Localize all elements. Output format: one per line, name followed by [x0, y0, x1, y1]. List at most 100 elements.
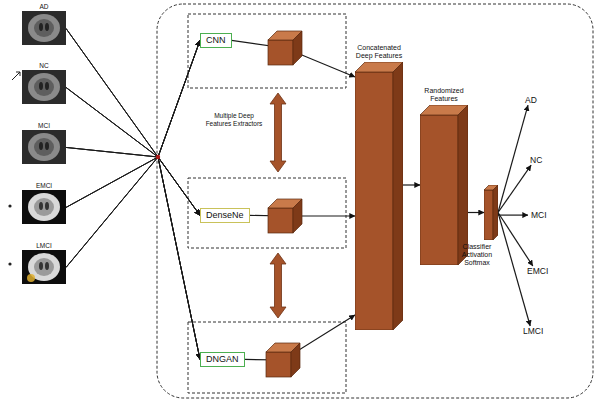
brain-inner [34, 19, 54, 37]
class-output: LMCI [520, 326, 543, 336]
feature-prism: Randomized Features [417, 87, 471, 265]
mri-image [22, 130, 66, 164]
softmax-bar: Classifier Activation Softmax [458, 185, 496, 267]
connector [66, 40, 200, 157]
connector [66, 157, 200, 359]
mri-thumbnail: LMCI [22, 242, 66, 284]
scan-ground [22, 250, 66, 284]
mri-image [22, 70, 66, 104]
brain-outline [28, 253, 60, 281]
extractor-box: CNN [200, 33, 232, 48]
brain-inner [34, 138, 54, 156]
connector [468, 212, 484, 213]
ventricle [39, 142, 43, 150]
connector [66, 40, 200, 267]
scan-ground [22, 130, 66, 164]
connector [66, 157, 200, 267]
extractor-group [188, 14, 346, 88]
cube-front [268, 40, 293, 65]
node-text: Concatenated Deep Features [352, 44, 406, 60]
marker-dot [8, 204, 11, 207]
mri-image [22, 190, 66, 224]
node-text: DNGAN [206, 354, 239, 365]
feature-cube [268, 31, 302, 65]
brain-outline [28, 14, 60, 42]
brain-inner [34, 78, 54, 96]
node-text: CNN [206, 35, 226, 46]
marker-dot [8, 262, 11, 265]
prism-front [484, 190, 493, 240]
node-text: DenseNe [206, 210, 244, 221]
extractor-group [188, 322, 346, 393]
mri-thumbnail: MCI [22, 122, 66, 164]
connector [498, 214, 528, 215]
node-text: Classifier Activation Softmax [458, 243, 496, 267]
extractor-box: DenseNe [200, 208, 250, 223]
mri-thumbnail: EMCI [22, 182, 66, 224]
prism-shape [355, 62, 403, 330]
connector [66, 147, 200, 215]
brain-inner [34, 258, 54, 276]
ventricle [45, 202, 49, 210]
class-name: NC [530, 155, 542, 165]
connector [498, 213, 533, 267]
ventricle [39, 82, 43, 90]
prism-front [355, 72, 393, 330]
mri-image [22, 250, 66, 284]
class-output: EMCI [524, 266, 548, 276]
connector [66, 147, 200, 359]
class-name: LMCI [523, 326, 543, 336]
cube-front [268, 208, 293, 233]
node-text: AD [22, 3, 66, 11]
merge-point [156, 155, 160, 159]
class-name: AD [525, 95, 537, 105]
connector [498, 105, 528, 212]
connector [66, 28, 200, 359]
feature-cube [268, 199, 302, 233]
class-name: MCI [531, 210, 547, 220]
ventricle [45, 82, 49, 90]
double-arrow [270, 253, 286, 318]
ventricle [39, 262, 43, 270]
system-container [157, 4, 593, 398]
prism-side [458, 105, 468, 265]
node-text: MCI [22, 122, 66, 130]
extractor-group [188, 178, 346, 248]
connector [66, 40, 200, 157]
prism-side [493, 185, 498, 240]
extractor-box: DNGAN [200, 352, 245, 367]
class-output: MCI [528, 210, 547, 220]
node-text: Randomized Features [417, 87, 471, 103]
mri-image [22, 11, 66, 45]
feature-cube [266, 343, 300, 377]
pointer-mark [12, 72, 20, 80]
scan-ground [22, 70, 66, 104]
ventricle [39, 202, 43, 210]
ventricle [45, 23, 49, 31]
brain-outline [28, 133, 60, 161]
connector [66, 157, 200, 359]
class-output: NC [527, 155, 542, 165]
node-text: LMCI [22, 242, 66, 250]
connector [66, 157, 200, 215]
class-output: AD [522, 95, 537, 105]
scan-ground [22, 190, 66, 224]
connector [403, 184, 420, 185]
node-text: EMCI [22, 182, 66, 190]
connector [498, 213, 530, 327]
ventricle [39, 23, 43, 31]
brain-inner [34, 198, 54, 216]
ventricle [45, 262, 49, 270]
brain-outline [28, 73, 60, 101]
cube-side [291, 343, 300, 377]
connector [66, 40, 200, 207]
mri-thumbnail: AD [22, 3, 66, 45]
connector [66, 87, 200, 359]
double-arrow [270, 93, 286, 172]
highlight-spot [27, 274, 35, 282]
mri-thumbnail: NC [22, 62, 66, 104]
node-text: NC [22, 62, 66, 70]
class-name: EMCI [527, 266, 548, 276]
ventricle [45, 142, 49, 150]
